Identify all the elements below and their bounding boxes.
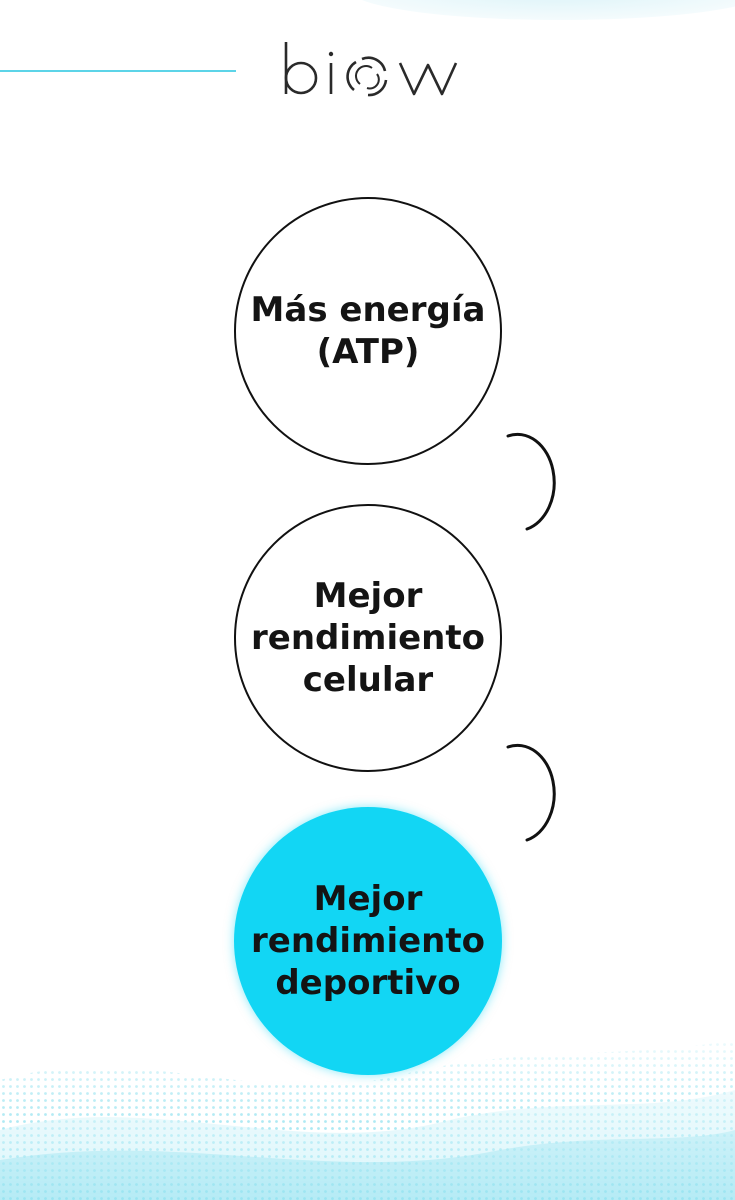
step-circle-sport: Mejor rendimiento deportivo bbox=[234, 807, 502, 1075]
step-circle-energy: Más energía (ATP) bbox=[234, 197, 502, 465]
biow-logo bbox=[284, 42, 458, 97]
connector-arc bbox=[506, 432, 556, 531]
connector-arc bbox=[506, 743, 556, 842]
step-label: Más energía (ATP) bbox=[250, 290, 486, 372]
step-label: Mejor rendimiento deportivo bbox=[251, 879, 485, 1003]
dotted-wave-decoration bbox=[0, 1040, 735, 1200]
header-accent-line bbox=[0, 70, 236, 72]
top-glow-decoration bbox=[350, 0, 735, 20]
step-label: Mejor rendimiento celular bbox=[251, 576, 485, 700]
step-circle-cellular: Mejor rendimiento celular bbox=[234, 504, 502, 772]
